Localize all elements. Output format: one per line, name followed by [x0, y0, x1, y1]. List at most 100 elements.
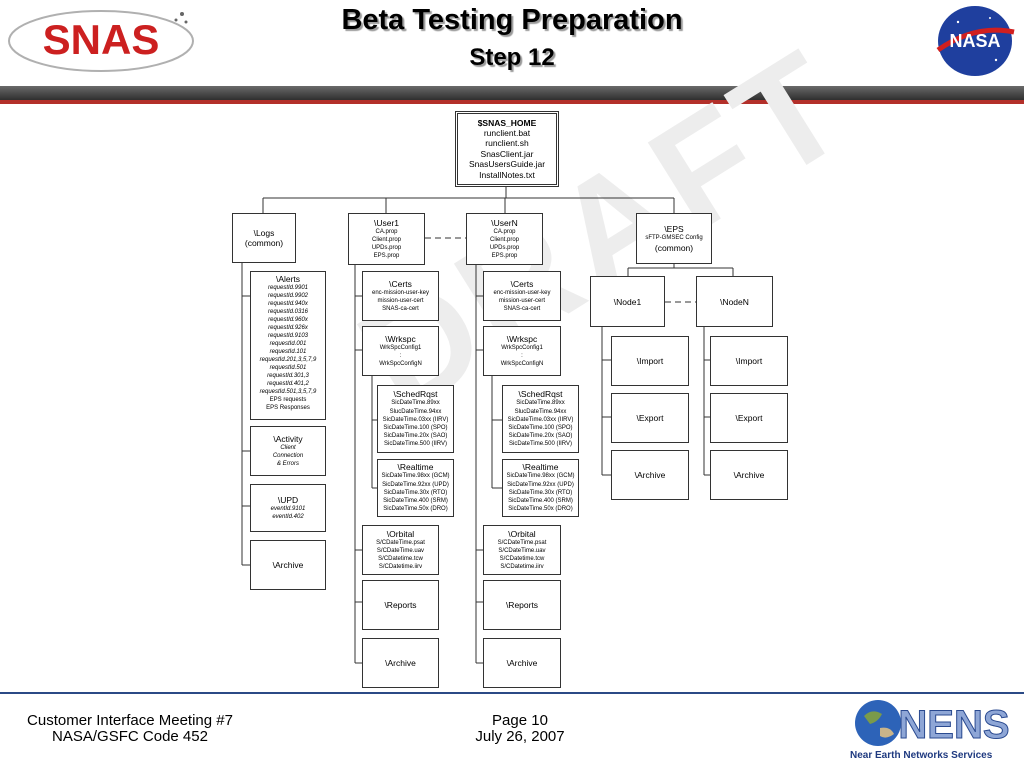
realtime-item: SicDateTime.50x (DRO) [508, 506, 573, 513]
alert-item: requestId.001 [269, 341, 307, 347]
orbital-item: S/CDatetime.tcw [378, 556, 423, 562]
eps-note: (common) [654, 242, 694, 253]
logs-note: (common) [244, 238, 284, 248]
schedrqst-item: SicDateTime.89xx [516, 400, 565, 407]
node-archive-label: \Archive [733, 470, 765, 480]
schedrqst-item: SicDateTime.89xx [391, 400, 440, 407]
node1-archive-folder: \Archive [611, 450, 689, 500]
wrkspc-item: WrkSpcConfig1 [379, 344, 422, 351]
user1-label: \User1 [373, 217, 400, 228]
snas-logo-text: SNAS [43, 16, 160, 63]
upd-item: eventId.402 [272, 514, 304, 520]
realtime-item: SicDateTime.30x (RTO) [508, 489, 573, 496]
noden-export-folder: \Export [710, 393, 788, 443]
wrkspc-item: WrkSpcConfigN [379, 361, 422, 368]
user1-wrkspc-folder: \Wrkspc WrkSpcConfig1 : WrkSpcConfigN [362, 326, 439, 376]
orbital-item: S/CDatetime.iirv [378, 564, 423, 571]
usern-wrkspc-folder: \Wrkspc WrkSpcConfig1 : WrkSpcConfigN [483, 326, 561, 376]
wrkspc-label: \Wrkspc [385, 333, 416, 344]
logs-folder: \Logs (common) [232, 213, 296, 263]
usern-file: UPDs.prop [489, 245, 520, 251]
orbital-item: S/CDateTime.psat [376, 539, 425, 546]
import-label: \Import [636, 356, 664, 366]
activity-label: \Activity [273, 433, 303, 444]
usern-file: CA.prop [493, 228, 516, 235]
certs-item: enc-mission-user-key [371, 289, 429, 296]
activity-folder: \Activity Client Connection & Errors [250, 426, 326, 476]
page-subtitle: Step 12 [469, 44, 555, 71]
usern-folder: \UserN CA.prop Client.prop UPDs.prop EPS… [466, 213, 543, 265]
export-label: \Export [636, 413, 664, 423]
orbital-item: S/CDatetime.tcw [499, 556, 545, 562]
schedrqst-item: SicDateTime.100 (SPO) [383, 425, 448, 431]
nens-logo-text: NENS [898, 703, 1009, 747]
usern-realtime-folder: \Realtime SicDateTime.98xx (GCM) SicDate… [502, 459, 579, 517]
nasa-logo-text: NASA [949, 31, 1000, 51]
eps-item: sFTP-GMSEC Config [645, 235, 703, 242]
footer-meeting: Customer Interface Meeting #7 [27, 712, 233, 729]
certs-item: mission-user-cert [498, 297, 545, 304]
user1-certs-folder: \Certs enc-mission-user-key mission-user… [362, 271, 439, 321]
snas-logo: SNAS [4, 4, 200, 78]
alert-item: requestId.9901 [267, 285, 309, 291]
footer-meeting-info: Customer Interface Meeting #7 NASA/GSFC … [0, 713, 260, 745]
certs-item: mission-user-cert [377, 297, 424, 304]
logs-archive-label: \Archive [272, 560, 304, 570]
schedrqst-item: SicDateTime.03xx (IIRV) [382, 416, 449, 423]
user1-reports-folder: \Reports [362, 580, 439, 630]
user1-archive-folder: \Archive [362, 638, 439, 688]
archive-label: \Archive [385, 658, 416, 668]
activity-item: Connection [272, 452, 304, 459]
schedrqst-label: \SchedRqst [518, 389, 563, 400]
upd-item: eventId.9101 [270, 505, 306, 512]
alerts-label: \Alerts [275, 274, 301, 284]
user1-file: Client.prop [371, 236, 401, 243]
orbital-item: S/CDateTime.psat [497, 539, 547, 546]
snas-home-box: $SNAS_HOME runclient.bat runclient.sh Sn… [455, 111, 559, 187]
realtime-item: SicDateTime.92xx (UPD) [382, 481, 449, 488]
node1-label: \Node1 [613, 296, 642, 307]
certs-label: \Certs [389, 278, 412, 289]
footer-date: July 26, 2007 [475, 728, 565, 745]
nasa-logo: NASA [930, 2, 1020, 80]
schedrqst-item: SicDateTime.100 (SPO) [508, 425, 573, 431]
orbital-item: S/CDatetime.iirv [500, 564, 544, 571]
realtime-item: SicDateTime.30x (RTO) [383, 489, 448, 496]
nens-logo: NENS [852, 698, 1012, 748]
user1-file: UPDs.prop [371, 245, 402, 251]
realtime-item: SicDateTime.50x (DRO) [383, 506, 448, 513]
schedrqst-item: SicDateTime.20x (SAO) [508, 433, 573, 440]
alert-item: requestId.501,3,5,7,9 [259, 389, 317, 395]
certs-label: \Certs [510, 278, 534, 289]
schedrqst-item: SicDateTime.500 (IIRV) [508, 441, 573, 448]
certs-item: SNAS-ca-cert [503, 306, 541, 313]
realtime-item: SicDateTime.400 (SRM) [508, 498, 573, 505]
alert-item: requestId.9902 [267, 293, 309, 299]
schedrqst-item: SicDateTime.20x (SAO) [383, 433, 448, 440]
alert-item: requestId.201,3,5,7,9 [259, 357, 317, 363]
logs-label: \Logs [253, 228, 275, 238]
footer-page-number: Page 10 [492, 712, 548, 729]
header-accent-line [0, 100, 1024, 104]
wrkspc-item: : [521, 352, 523, 359]
user1-file: CA.prop [375, 228, 398, 235]
schedrqst-item: SlucDateTime.94xx [389, 408, 442, 415]
upd-label: \UPD [277, 494, 299, 505]
usern-file: Client.prop [489, 236, 519, 243]
schedrqst-item: SlucDateTime.94xx [514, 408, 567, 415]
reports-label: \Reports [384, 600, 417, 610]
orbital-label: \Orbital [386, 528, 415, 539]
wrkspc-item: WrkSpcConfigN [500, 361, 544, 368]
schedrqst-item: SicDateTime.500 (IIRV) [383, 441, 448, 448]
usern-label: \UserN [491, 217, 518, 228]
schedrqst-label: \SchedRqst [393, 389, 438, 400]
alert-item: requestId.501 [269, 365, 307, 371]
usern-schedrqst-folder: \SchedRqst SicDateTime.89xx SlucDateTime… [502, 385, 579, 453]
node-archive-label: \Archive [634, 470, 666, 480]
schedrqst-item: SicDateTime.03xx (IIRV) [507, 416, 574, 423]
archive-label: \Archive [506, 658, 538, 668]
snas-home-label: $SNAS_HOME [477, 117, 537, 128]
root-file: runclient.bat [483, 127, 531, 138]
eps-folder: \EPS sFTP-GMSEC Config (common) [636, 213, 712, 264]
